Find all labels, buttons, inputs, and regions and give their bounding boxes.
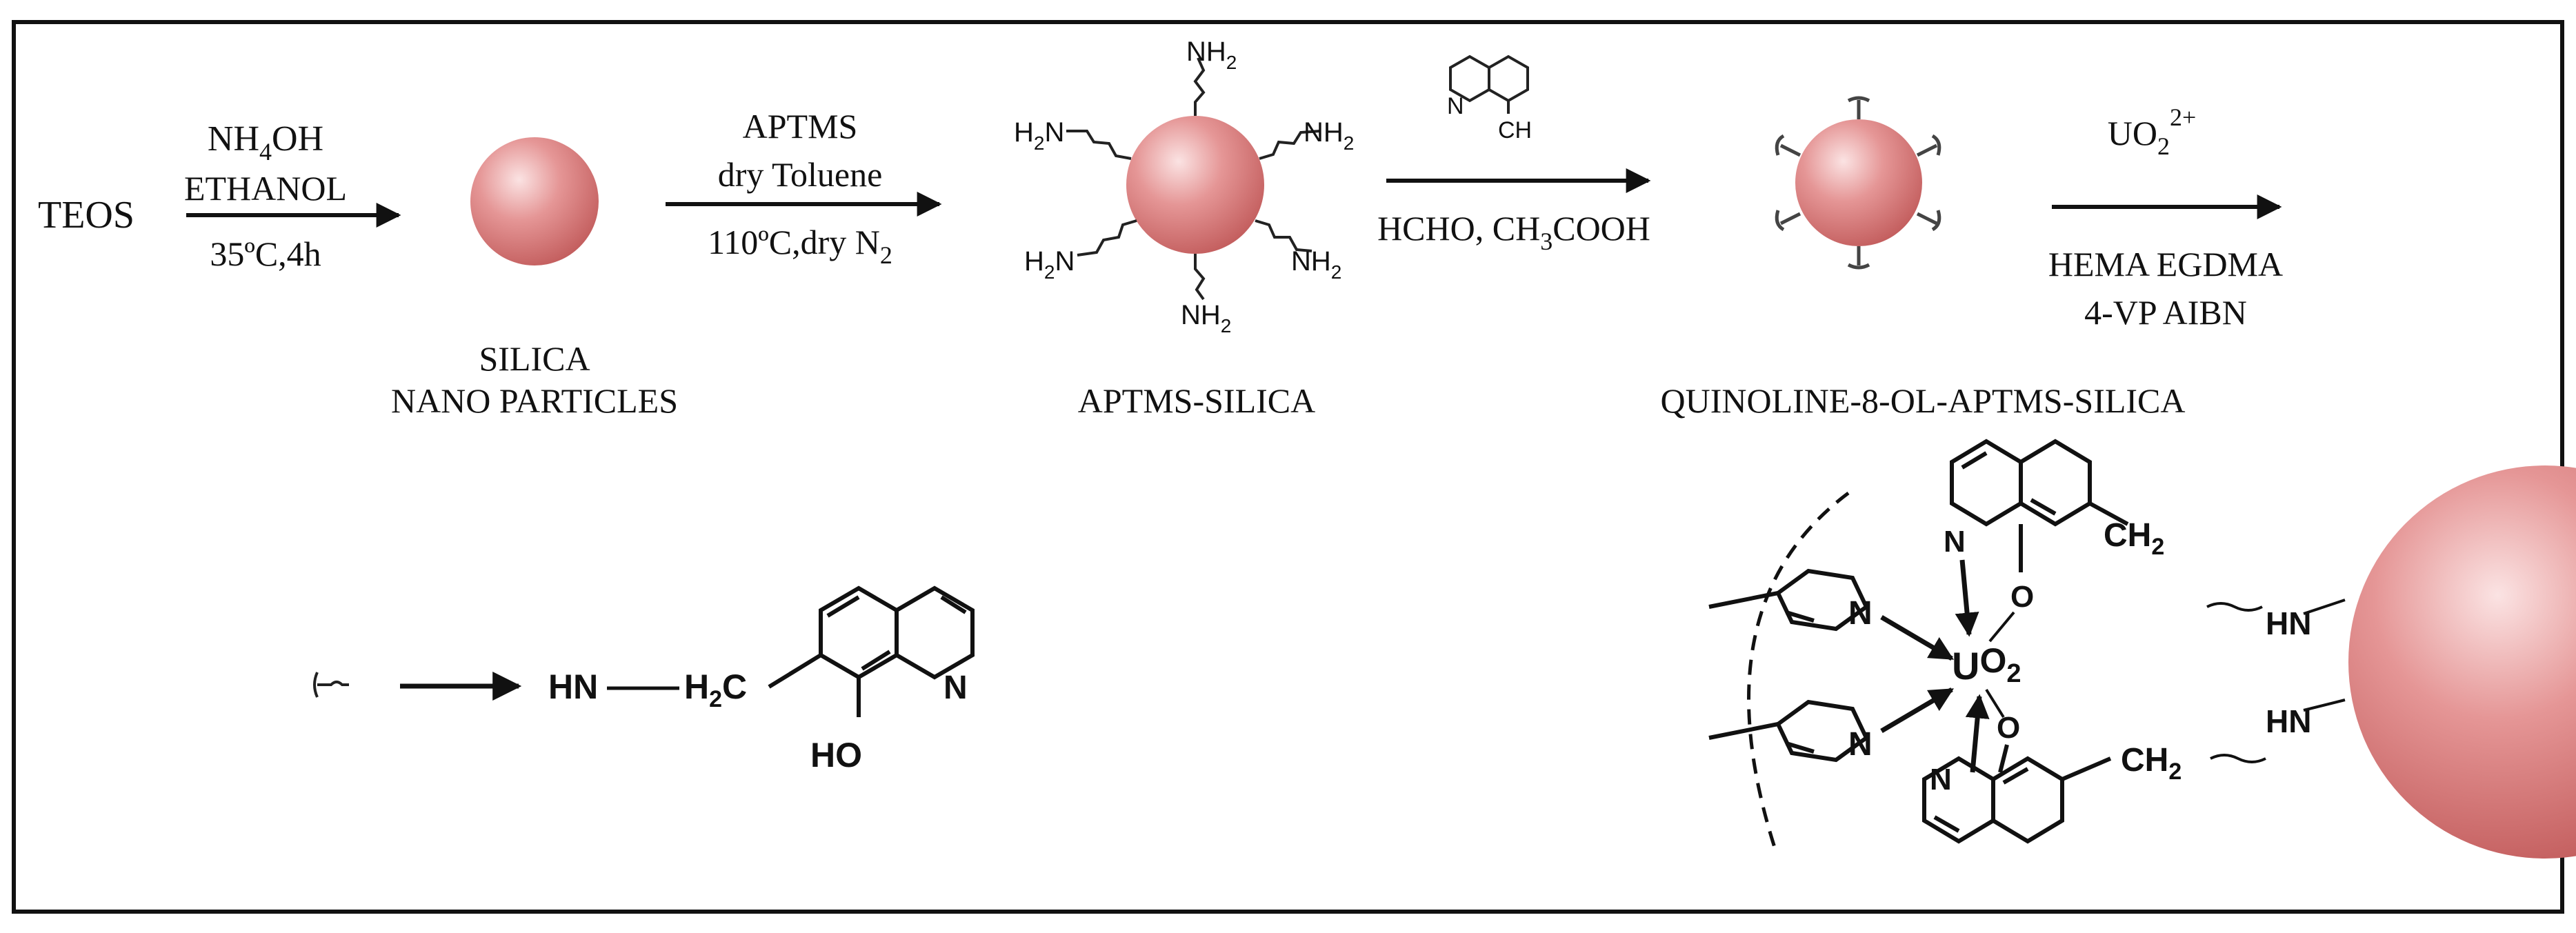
wavy-bond-symbol	[313, 672, 349, 698]
svg-text:N: N	[943, 670, 968, 706]
label-quinoline-silica: QUINOLINE-8-OL-APTMS-SILICA	[1660, 381, 2185, 420]
svg-text:N: N	[1848, 595, 1873, 632]
svg-text:N: N	[1930, 763, 1952, 796]
svg-text:APTMS: APTMS	[743, 107, 858, 146]
svg-text:ETHANOL: ETHANOL	[184, 169, 347, 208]
step4-conditions: UO22+ HEMA EGDMA 4-VP AIBN	[2048, 103, 2283, 332]
step1-conditions: NH4OH ETHANOL 35ºC,4h	[184, 119, 401, 273]
svg-text:NH4OH: NH4OH	[208, 119, 323, 165]
quinoline-ligand-top	[1950, 439, 2129, 572]
large-silica-particle	[2348, 465, 2576, 859]
pyridine-ligands	[1708, 568, 1869, 763]
reactant-teos: TEOS	[38, 194, 134, 237]
svg-text:N: N	[1944, 525, 1966, 559]
svg-text:H2C: H2C	[684, 668, 747, 712]
svg-text:dry Toluene: dry Toluene	[718, 155, 883, 194]
label-aptms-silica: APTMS-SILICA	[1078, 381, 1315, 420]
aptms-silica-particle: NH2 H2N NH2 H2N NH2 NH2	[1014, 37, 1354, 337]
quinoline-silica-particle	[1775, 96, 1941, 270]
svg-text:HEMA EGDMA: HEMA EGDMA	[2048, 245, 2283, 283]
svg-text:CH: CH	[1498, 117, 1532, 143]
step3-conditions: N CH HCHO, CH3COOH	[1377, 54, 1651, 255]
svg-text:4-VP AIBN: 4-VP AIBN	[2084, 293, 2247, 332]
svg-text:N: N	[1447, 93, 1464, 119]
svg-text:H2N: H2N	[1024, 246, 1075, 283]
hydroxyquinoline-structure	[768, 585, 975, 717]
svg-text:O: O	[1997, 711, 2020, 745]
label-silica: SILICA	[479, 339, 590, 378]
svg-text:NH2: NH2	[1181, 300, 1231, 337]
svg-text:H2N: H2N	[1014, 117, 1064, 154]
quinoline-reagent-structure	[1449, 54, 1529, 114]
svg-text:NH2: NH2	[1186, 37, 1237, 73]
svg-text:HN: HN	[2266, 605, 2311, 641]
svg-text:CH2: CH2	[2104, 517, 2164, 560]
svg-text:UO22+: UO22+	[2108, 103, 2197, 160]
svg-text:HCHO, CH3COOH: HCHO, CH3COOH	[1377, 209, 1650, 255]
uranyl-complex: N N N O CH2 UO2 O N CH2	[1708, 439, 2576, 859]
svg-text:O: O	[2010, 580, 2034, 614]
svg-text:NH2: NH2	[1291, 246, 1341, 283]
silica-nanoparticle	[470, 137, 599, 265]
svg-text:35ºC,4h: 35ºC,4h	[210, 234, 321, 273]
svg-text:110ºC,dry N2: 110ºC,dry N2	[708, 223, 892, 269]
polymer-boundary	[1747, 492, 1850, 852]
svg-text:HO: HO	[810, 736, 862, 774]
svg-text:UO2: UO2	[1952, 641, 2021, 688]
svg-text:HN: HN	[548, 668, 598, 706]
step2-conditions: APTMS dry Toluene 110ºC,dry N2	[666, 107, 942, 269]
quinoline-ligand-bottom	[1922, 744, 2112, 844]
label-nanoparticles: NANO PARTICLES	[391, 381, 678, 420]
legend-substituent: HN H2C N HO	[313, 585, 975, 774]
svg-text:NH2: NH2	[1304, 117, 1354, 154]
svg-text:N: N	[1848, 726, 1873, 763]
svg-text:CH2: CH2	[2121, 742, 2181, 785]
